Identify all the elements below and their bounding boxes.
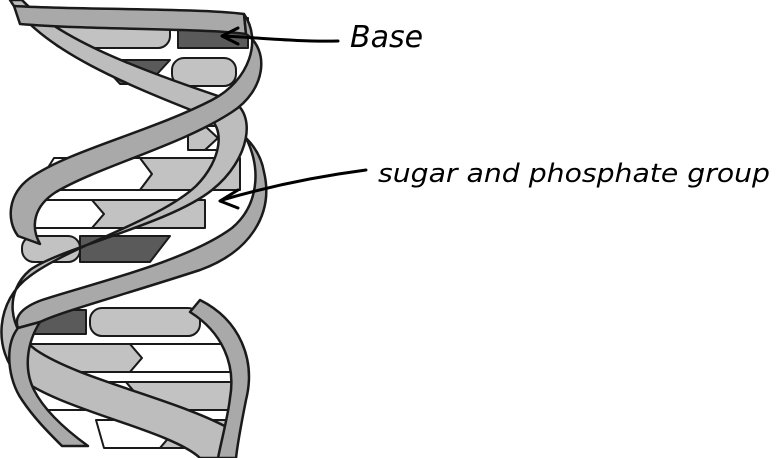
backbone-strand-front — [8, 4, 268, 458]
arrowhead-base — [220, 26, 240, 46]
label-base: Base — [350, 20, 423, 55]
arrow-to-base — [222, 34, 340, 43]
label-base-group: Base — [220, 20, 423, 55]
label-sugar-phosphate: sugar and phosphate group — [378, 159, 770, 189]
arrowhead-sugar-phosphate — [218, 188, 240, 210]
arrow-to-sugar-phosphate — [220, 168, 368, 202]
base-pair — [19, 343, 237, 373]
label-sugar-phosphate-group: sugar and phosphate group — [218, 159, 770, 210]
